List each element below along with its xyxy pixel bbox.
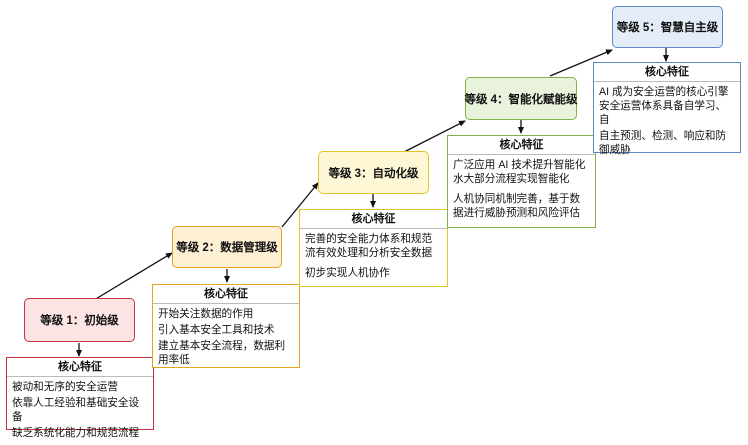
level-3-card: 核心特征 完善的安全能力体系和规范流有效处理和分析安全数据 初步实现人机协作 (299, 209, 448, 287)
level-1-box: 等级 1：初始级 (24, 298, 135, 342)
level-4-card: 核心特征 广泛应用 AI 技术提升智能化水大部分流程实现智能化 人机协同机制完善… (447, 135, 596, 228)
level-2-feature: 引入基本安全工具和技术 (158, 324, 275, 336)
level-2-feature: 开始关注数据的作用 (158, 308, 254, 320)
level-2-feature: 建立基本安全流程，数据利用率低 (158, 340, 286, 366)
level-1-title: 等级 1：初始级 (40, 315, 119, 327)
level-3-feature: 完善的安全能力体系和规范流有效处理和分析安全数据 (305, 233, 433, 259)
level-3-box: 等级 3：自动化级 (318, 151, 429, 194)
level-4-box: 等级 4：智能化赋能级 (464, 77, 578, 120)
level-5-box: 等级 5：智慧自主级 (612, 6, 723, 48)
level-3-feature: 初步实现人机协作 (305, 267, 390, 279)
level-1-card-title: 核心特征 (7, 358, 153, 377)
level-1-card: 核心特征 被动和无序的安全运营 依靠人工经验和基础安全设备 缺乏系统化能力和规范… (6, 357, 154, 439)
level-3-title: 等级 3：自动化级 (328, 167, 419, 180)
level-2-card: 核心特征 开始关注数据的作用 引入基本安全工具和技术 建立基本安全流程，数据利用… (152, 284, 300, 368)
level-2-card-title: 核心特征 (153, 285, 299, 304)
level-4-title: 等级 4：智能化赋能级 (464, 93, 578, 106)
level-4-feature: 广泛应用 AI 技术提升智能化水大部分流程实现智能化 (453, 159, 586, 185)
level-1-feature: 缺乏系统化能力和规范流程 (12, 427, 140, 439)
level-5-feature: 自主预测、检测、响应和防御威胁 (599, 130, 727, 156)
level-5-card-title: 核心特征 (594, 63, 740, 82)
level-4-feature: 人机协同机制完善，基于数据进行威胁预测和风险评估 (453, 193, 581, 219)
level-5-feature: AI 成为安全运营的核心引擎安全运营体系具备自学习、自 (599, 86, 729, 126)
level-1-feature: 被动和无序的安全运营 (12, 381, 118, 393)
level-4-card-title: 核心特征 (448, 136, 595, 155)
level-1-feature: 依靠人工经验和基础安全设备 (12, 397, 140, 423)
level-5-card: 核心特征 AI 成为安全运营的核心引擎安全运营体系具备自学习、自 自主预测、检测… (593, 62, 741, 156)
level-5-title: 等级 5：智慧自主级 (616, 22, 719, 34)
level-3-card-title: 核心特征 (300, 210, 447, 229)
level-2-title: 等级 2：数据管理级 (176, 242, 278, 254)
level-2-box: 等级 2：数据管理级 (172, 226, 282, 268)
